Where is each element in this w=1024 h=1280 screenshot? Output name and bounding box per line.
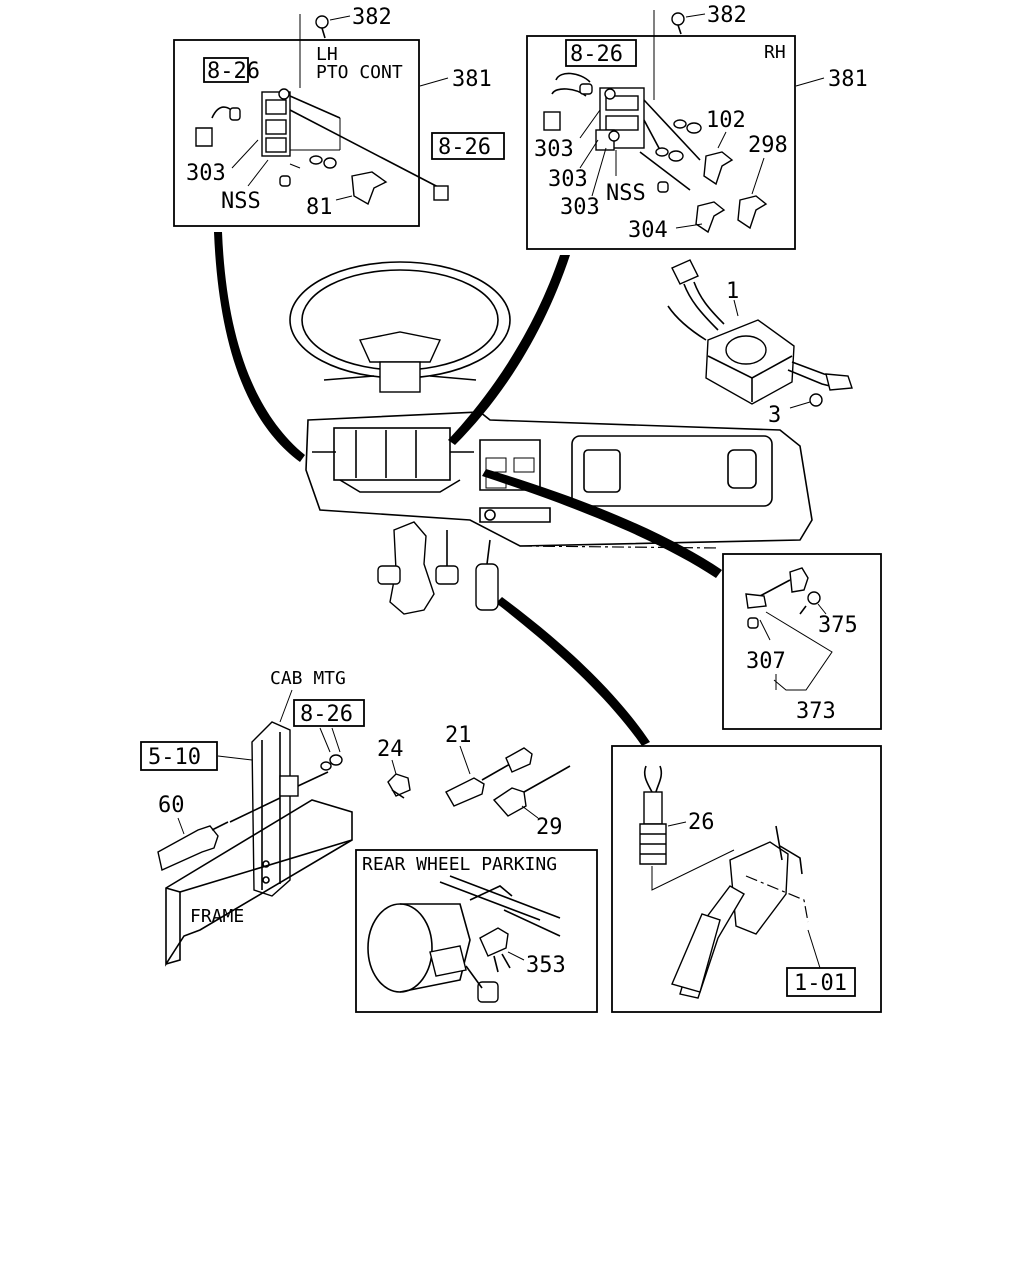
rh-panel: RH 8-26 382 102 298 <box>526 3 868 250</box>
lh-title-line2: PTO CONT <box>316 62 403 83</box>
dash-callout-375: 375 <box>818 613 858 638</box>
cab-mtg-ref-b: 8-26 <box>300 702 353 727</box>
pedal-panel: 26 1-01 <box>611 745 882 1013</box>
dash-callout-307: 307 <box>746 649 786 674</box>
cab-mtg-callout-60: 60 <box>158 793 185 818</box>
cab-mtg-ref-a: 5-10 <box>148 745 201 770</box>
lh-callout-81: 81 <box>306 195 333 220</box>
misc-callout-21: 21 <box>445 723 472 748</box>
rear-wheel-parking-title: REAR WHEEL PARKING <box>362 854 557 875</box>
lh-ref-box: 8-26 <box>207 59 260 84</box>
rh-callout-382: 382 <box>707 3 747 28</box>
rh-callout-303-c: 303 <box>560 195 600 220</box>
rh-ref-box: 8-26 <box>570 42 623 67</box>
rh-callout-nss: NSS <box>606 181 646 206</box>
rh-callout-303-b: 303 <box>548 167 588 192</box>
dash-switch-panel: 375 307 373 <box>722 553 882 730</box>
rh-callout-303-a: 303 <box>534 137 574 162</box>
combo-callout-1: 1 <box>726 279 739 304</box>
combination-switch: 1 3 <box>667 259 853 428</box>
cab-mtg-title: CAB MTG <box>270 668 346 689</box>
lh-title-line1: LH <box>316 44 338 65</box>
rear-wheel-parking-panel: REAR WHEEL PARKING 353 <box>355 849 598 1013</box>
lh-pto-panel: LH PTO CONT 8-26 8-26 382 <box>173 5 505 227</box>
lh-callout-381: 381 <box>452 67 492 92</box>
rh-callout-381: 381 <box>828 67 868 92</box>
rh-title: RH <box>764 42 786 63</box>
misc-parts: 24 21 29 <box>377 723 571 840</box>
dash-callout-373: 373 <box>796 699 836 724</box>
misc-callout-29: 29 <box>536 815 563 840</box>
rh-callout-102: 102 <box>706 108 746 133</box>
frame-label: FRAME <box>190 906 244 927</box>
misc-callout-24: 24 <box>377 737 404 762</box>
rh-callout-304: 304 <box>628 218 668 243</box>
cab-mtg: CAB MTG 8-26 5-10 60 FRAME <box>140 668 365 967</box>
pedal-callout-26: 26 <box>688 810 715 835</box>
connector-arcs <box>214 232 722 746</box>
combo-callout-3: 3 <box>768 403 781 428</box>
lh-ref-box-2: 8-26 <box>438 135 491 160</box>
rear-wheel-callout-353: 353 <box>526 953 566 978</box>
rh-callout-298: 298 <box>748 133 788 158</box>
lh-callout-382: 382 <box>352 5 392 30</box>
cab-interior <box>289 261 813 615</box>
pedal-ref-box: 1-01 <box>794 971 847 996</box>
lh-callout-303: 303 <box>186 161 226 186</box>
lh-callout-nss: NSS <box>221 189 261 214</box>
